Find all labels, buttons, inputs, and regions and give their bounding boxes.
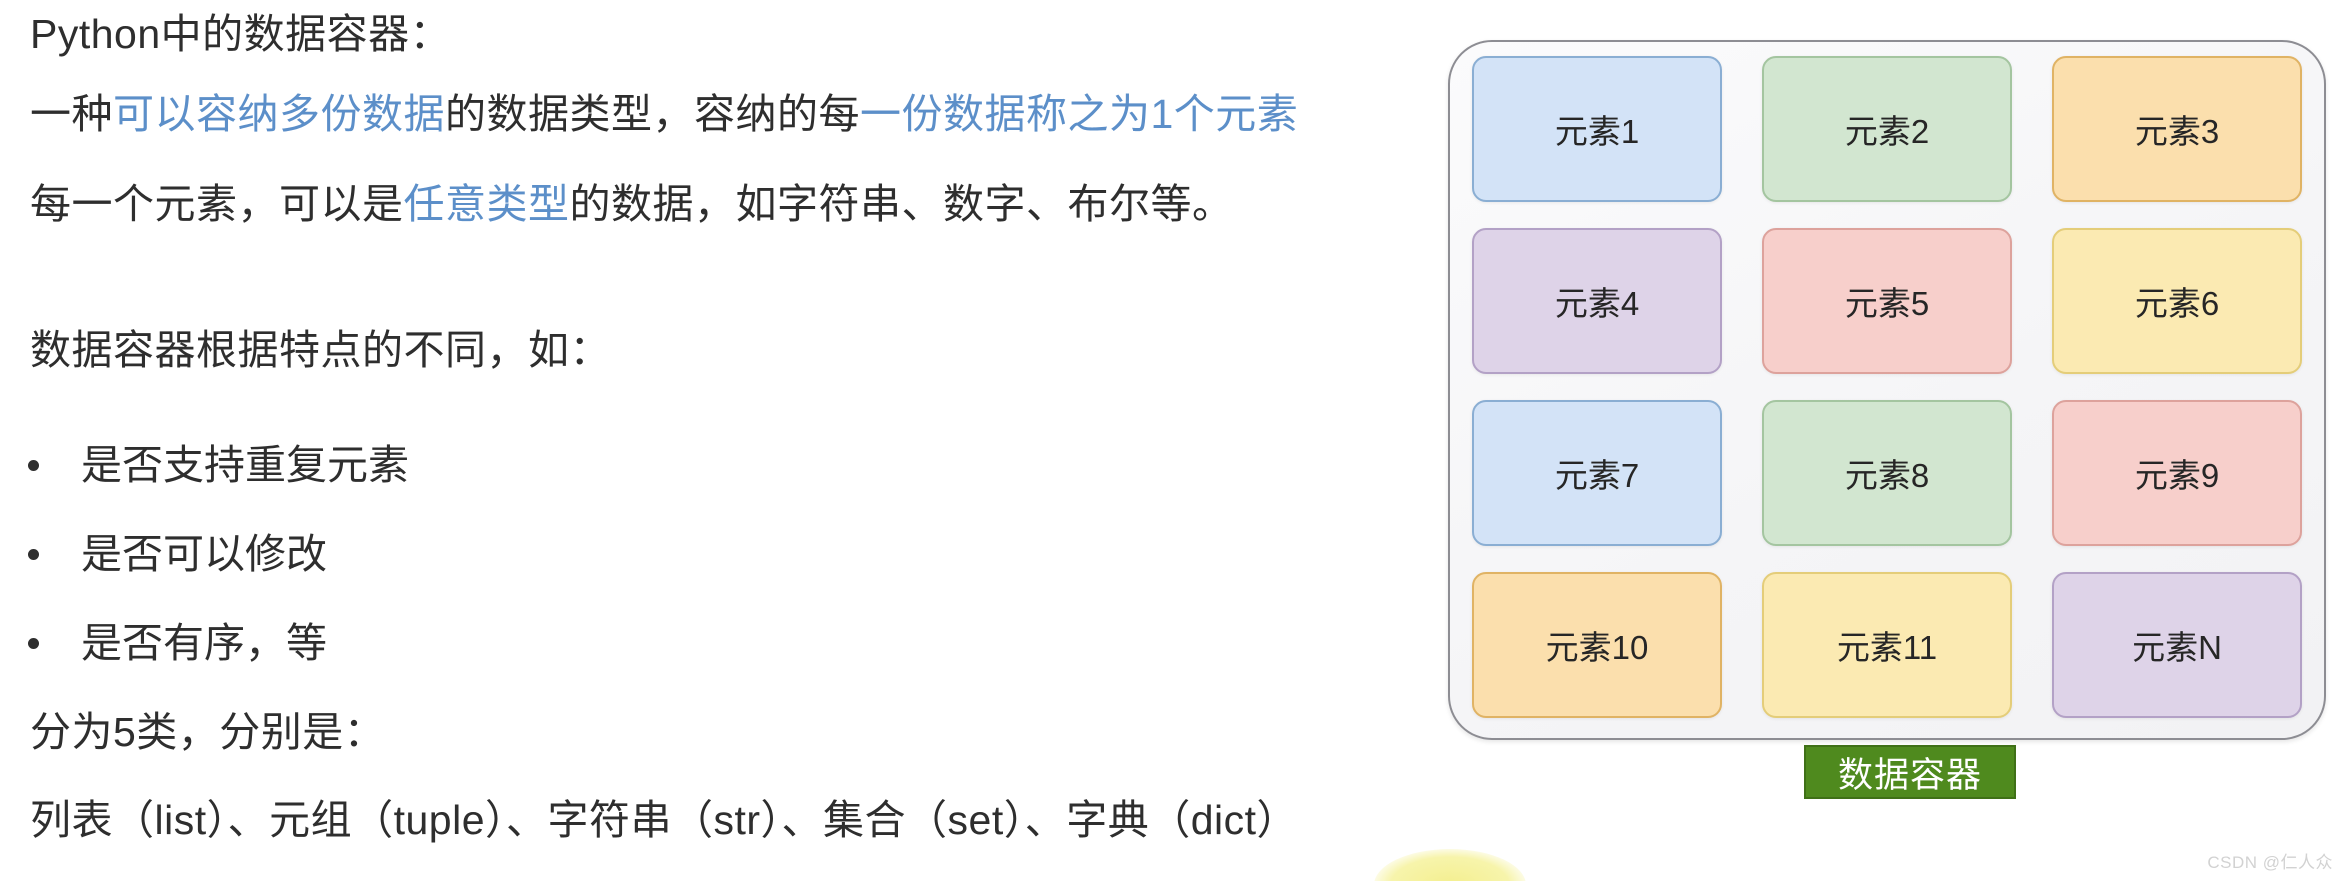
element-label: 元素5 <box>1844 285 1930 322</box>
element-box[interactable]: 元素N <box>2052 572 2302 718</box>
element-label: 元素3 <box>2134 113 2220 150</box>
bullet-label-3: 是否有序，等 <box>81 620 327 666</box>
bullet-dot-icon <box>28 638 39 649</box>
element-label: 元素8 <box>1844 457 1930 494</box>
element-label: 元素1 <box>1554 113 1640 150</box>
element-label: 元素10 <box>1545 629 1649 666</box>
element-label: 元素4 <box>1554 285 1640 322</box>
element-box[interactable]: 元素1 <box>1472 56 1722 202</box>
element-label: 元素N <box>2132 629 2222 666</box>
types-text: 列表（list）、元组（tuple）、字符串（str）、集合（set）、字典（d… <box>30 797 1299 843</box>
element-box[interactable]: 元素9 <box>2052 400 2302 546</box>
classify-text: 分为5类，分别是： <box>30 709 386 755</box>
paragraph-1: 一种可以容纳多份数据的数据类型，容纳的每一份数据称之为1个元素 <box>30 94 1298 135</box>
bullet-item-2: 是否可以修改 <box>28 534 327 575</box>
para2-segment-2: 的数据，如字符串、数字、布尔等。 <box>569 181 1234 227</box>
bullet-dot-icon <box>28 460 39 471</box>
para2-highlight-1: 任意类型 <box>403 181 570 227</box>
para1-highlight-2: 一份数据称之为1个元素 <box>860 91 1299 137</box>
title-text: Python中的数据容器： <box>30 11 452 57</box>
element-box[interactable]: 元素4 <box>1472 228 1722 374</box>
element-label: 元素9 <box>2134 457 2220 494</box>
data-container-diagram: 元素1 元素2 元素3 元素4 元素5 元素6 元素7 元素8 元素9 元素10… <box>1448 40 2326 740</box>
title-line: Python中的数据容器： <box>30 14 451 55</box>
element-box[interactable]: 元素5 <box>1762 228 2012 374</box>
element-box[interactable]: 元素7 <box>1472 400 1722 546</box>
element-label: 元素11 <box>1836 629 1938 666</box>
bullet-item-1: 是否支持重复元素 <box>28 445 409 486</box>
element-label: 元素6 <box>2134 285 2220 322</box>
para1-highlight-1: 可以容纳多份数据 <box>113 91 445 137</box>
container-label-text: 数据容器 <box>1837 755 1982 795</box>
section-heading-text: 数据容器根据特点的不同，如： <box>30 327 611 373</box>
element-box[interactable]: 元素10 <box>1472 572 1722 718</box>
classify-line: 分为5类，分别是： <box>30 712 385 753</box>
types-line: 列表（list）、元组（tuple）、字符串（str）、集合（set）、字典（d… <box>30 800 1298 841</box>
para2-segment-1: 每一个元素，可以是 <box>30 181 404 227</box>
container-label-badge: 数据容器 <box>1804 745 2016 799</box>
element-grid: 元素1 元素2 元素3 元素4 元素5 元素6 元素7 元素8 元素9 元素10… <box>1466 56 2308 718</box>
element-box[interactable]: 元素11 <box>1762 572 2012 718</box>
bullet-label-1: 是否支持重复元素 <box>81 442 409 488</box>
para1-segment-1: 一种 <box>30 91 113 137</box>
element-label: 元素7 <box>1554 457 1640 494</box>
bullet-label-2: 是否可以修改 <box>81 531 327 577</box>
element-box[interactable]: 元素6 <box>2052 228 2302 374</box>
element-box[interactable]: 元素8 <box>1762 400 2012 546</box>
element-label: 元素2 <box>1844 113 1930 150</box>
watermark: CSDN @仁人众 <box>2207 853 2333 872</box>
text-column: Python中的数据容器： 一种可以容纳多份数据的数据类型，容纳的每一份数据称之… <box>28 14 1298 841</box>
para1-segment-2: 的数据类型，容纳的每 <box>445 91 860 137</box>
section-heading: 数据容器根据特点的不同，如： <box>30 330 611 371</box>
paragraph-2: 每一个元素，可以是任意类型的数据，如字符串、数字、布尔等。 <box>30 184 1234 225</box>
bullet-dot-icon <box>28 549 39 560</box>
element-box[interactable]: 元素2 <box>1762 56 2012 202</box>
bullet-item-3: 是否有序，等 <box>28 623 327 664</box>
element-box[interactable]: 元素3 <box>2052 56 2302 202</box>
